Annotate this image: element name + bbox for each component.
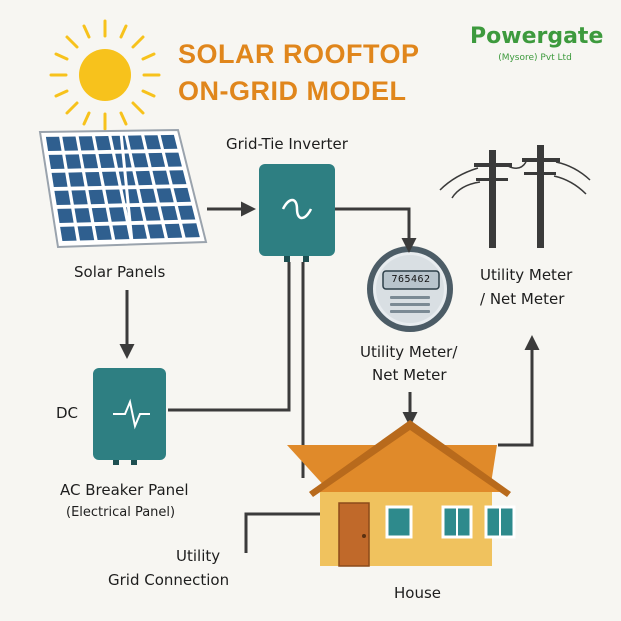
solar-cell [65, 154, 82, 169]
utility-grid-label-2: Grid Connection [108, 571, 230, 589]
solar-cell [68, 172, 85, 187]
solar-cell [177, 205, 196, 220]
utility-meter-mid-label-1: Utility Meter/ [360, 343, 458, 361]
solar-cell [78, 136, 95, 151]
net-meter-icon [367, 246, 453, 332]
solar-cell [95, 225, 112, 240]
solar-cell [139, 188, 157, 203]
sun-icon [49, 19, 161, 131]
solar-cell [147, 224, 165, 239]
ac-breaker-label: AC Breaker Panel [60, 481, 189, 499]
solar-cell [156, 188, 174, 203]
house-label: House [394, 584, 442, 602]
solar-cell [51, 172, 68, 187]
solar-cell [71, 190, 88, 205]
solar-cell [129, 224, 147, 239]
solar-cell [165, 152, 182, 167]
utility-meter-right-label-1: Utility Meter [480, 266, 573, 284]
solar-cell [54, 190, 71, 205]
solar-panels-label: Solar Panels [74, 263, 166, 281]
solar-cell [160, 134, 178, 149]
solar-cell [118, 171, 136, 186]
solar-cell [74, 208, 91, 223]
utility-meter-mid-label-2: Net Meter [372, 366, 447, 384]
connection-lines [119, 201, 540, 553]
solar-cell [98, 153, 115, 168]
solar-cell [62, 136, 79, 151]
solar-cell [88, 189, 105, 205]
house-icon [287, 420, 516, 567]
title-line-2: ON-GRID MODEL [178, 76, 407, 106]
solar-cell [169, 170, 187, 185]
dc-label: DC [56, 404, 79, 422]
solar-cell [127, 135, 145, 150]
solar-cell [91, 207, 109, 223]
inverter-label: Grid-Tie Inverter [226, 135, 348, 153]
title-line-1: SOLAR ROOFTOP [178, 39, 420, 69]
solar-cell [152, 170, 170, 185]
solar-cell [160, 206, 178, 221]
solar-cell [182, 223, 200, 238]
solar-cell [102, 171, 119, 186]
solar-cell [173, 187, 191, 203]
solar-cell [48, 154, 65, 169]
brand-subtitle: (Mysore) Pvt Ltd [498, 53, 572, 63]
solar-cell [112, 225, 130, 240]
solar-cell [135, 170, 153, 186]
solar-cell [95, 136, 112, 151]
solar-cell [81, 154, 99, 169]
solar-cell [148, 152, 166, 168]
solar-cell [131, 153, 149, 168]
electrical-panel-label: (Electrical Panel) [66, 505, 176, 520]
ac-breaker-panel-icon [93, 368, 166, 465]
solar-cell [143, 206, 161, 221]
solar-cell [85, 172, 102, 187]
utility-grid-label-1: Utility [176, 547, 221, 565]
solar-cell [77, 226, 95, 241]
solar-cell [109, 207, 126, 222]
utility-meter-right-label-2: / Net Meter [480, 290, 565, 308]
utility-pole-icon [439, 145, 591, 248]
inverter-icon [259, 164, 335, 262]
solar-cell [60, 226, 77, 241]
solar-cell [164, 223, 183, 238]
solar-cell [57, 208, 74, 223]
solar-cell [105, 189, 123, 204]
brand-logo: Powergate [470, 24, 604, 49]
solar-cell [45, 136, 62, 151]
meter-reading: 765462 [391, 274, 431, 285]
solar-cell [144, 135, 161, 150]
solar-panel-icon [38, 128, 208, 249]
